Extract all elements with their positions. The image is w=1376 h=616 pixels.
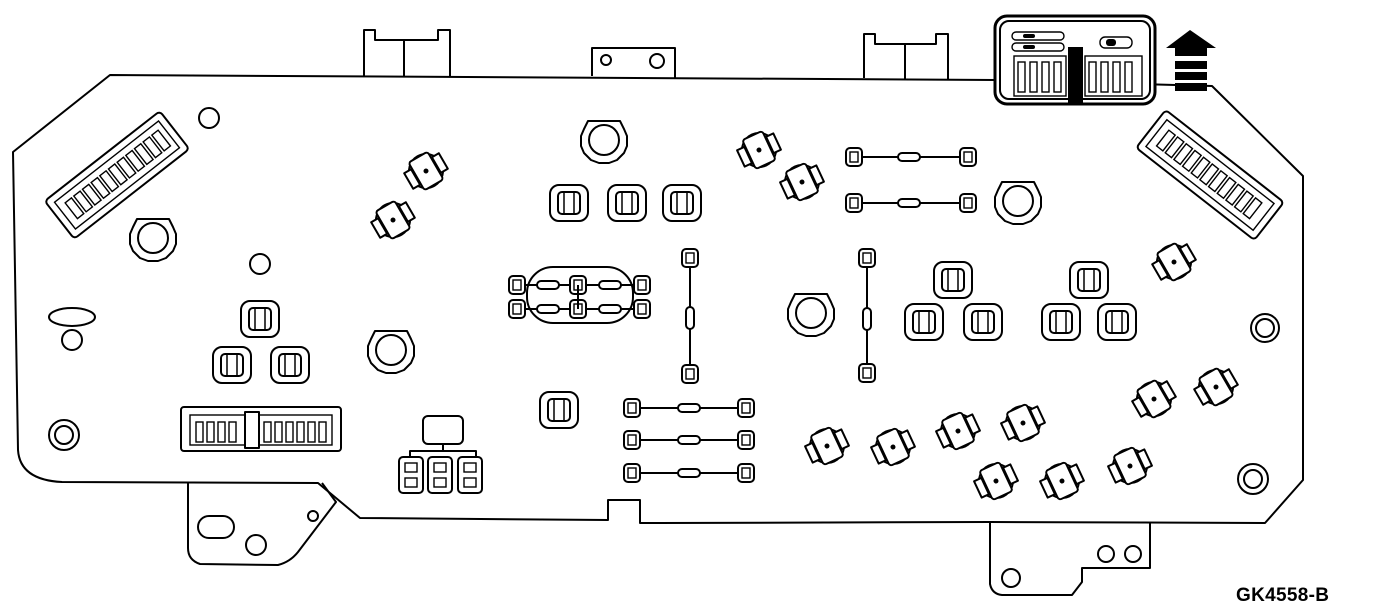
square-bulb-sockets [212, 184, 1137, 429]
circuit-board-outline [12, 74, 1304, 524]
up-arrow-icon [1166, 30, 1216, 91]
top-mounting-tab [591, 47, 676, 79]
top-connector-tab-right [863, 33, 949, 79]
top-connector-tab-left [363, 29, 451, 77]
printed-circuit-connector [993, 14, 1157, 106]
mounting-bracket-lower-right [989, 523, 1151, 596]
mounting-holes [48, 107, 1280, 495]
resistor-circuits [623, 147, 977, 483]
connector-strip-upper-right [1136, 110, 1284, 240]
connector-strip-lower-left [180, 406, 342, 452]
figure-reference-code: GK4558-B [1236, 585, 1330, 606]
connector-block-lower [398, 415, 483, 494]
mounting-bracket-lower-left [187, 482, 337, 566]
resistor-network [508, 266, 651, 324]
connector-strip-upper-left [45, 111, 189, 239]
